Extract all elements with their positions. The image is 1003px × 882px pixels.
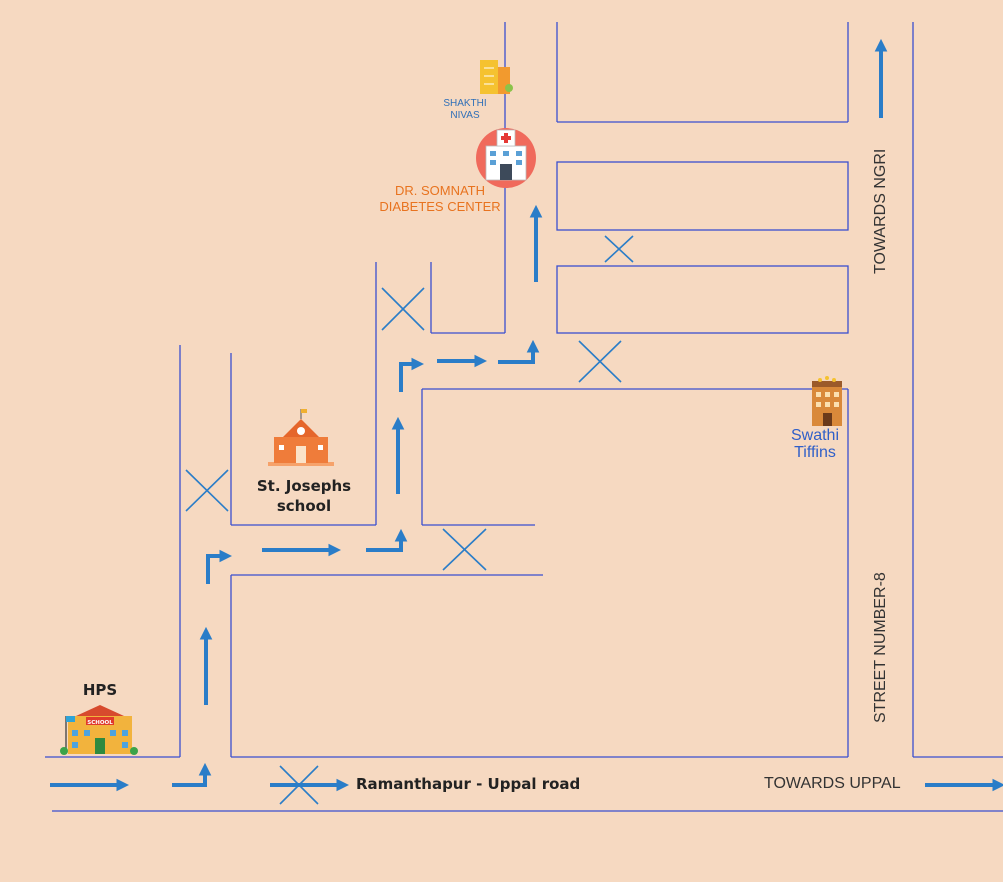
swathi-tiffins-label: Swathi Tiffins bbox=[780, 427, 850, 461]
hps-school-sign: SCHOOL bbox=[87, 720, 113, 726]
blocked-x-lane-1 bbox=[185, 469, 229, 512]
swathi-line2: Tiffins bbox=[794, 444, 836, 461]
st-josephs-line2: school bbox=[276, 497, 332, 515]
blocked-x-lane-4 bbox=[578, 340, 622, 383]
somnath-line1: DR. SOMNATH bbox=[394, 183, 486, 198]
towards-ngri-label: TOWARDS NGRI bbox=[872, 148, 889, 274]
blocked-x-lane-3 bbox=[381, 287, 425, 331]
shakthi-line2: NIVAS bbox=[450, 110, 480, 121]
shakthi-nivas-building-icon bbox=[480, 60, 513, 94]
blocked-crossings bbox=[185, 235, 634, 805]
st-josephs-label: St. Josephs school bbox=[244, 476, 364, 516]
blocked-x-lane-5 bbox=[604, 235, 634, 263]
hps-school-icon: SCHOOL bbox=[60, 705, 138, 755]
street-number-8-label: STREET NUMBER-8 bbox=[872, 572, 889, 723]
arrow-turn-1 bbox=[172, 762, 212, 787]
hospital-icon bbox=[476, 128, 536, 188]
towards-uppal-label: TOWARDS UPPAL bbox=[764, 775, 901, 792]
swathi-line1: Swathi bbox=[790, 427, 840, 444]
shakthi-line1: SHAKTHI bbox=[443, 98, 487, 109]
arrow-turn-2 bbox=[206, 549, 233, 584]
st-josephs-line1: St. Josephs bbox=[256, 477, 352, 495]
shakthi-nivas-label: SHAKTHI NIVAS bbox=[435, 98, 495, 122]
arrow-turn-4 bbox=[399, 357, 425, 392]
arrow-turn-3 bbox=[366, 528, 408, 552]
main-road-label: Ramanthapur - Uppal road bbox=[356, 775, 581, 793]
arrow-turn-5 bbox=[498, 339, 540, 364]
st-josephs-school-icon bbox=[268, 409, 334, 466]
hps-label: HPS bbox=[82, 681, 118, 699]
road-lines bbox=[45, 22, 1003, 812]
swathi-tiffins-hotel-icon bbox=[812, 376, 842, 426]
route-arrows bbox=[50, 38, 1003, 792]
somnath-line2: DIABETES CENTER bbox=[379, 199, 501, 214]
blocked-x-lane-2 bbox=[442, 528, 487, 571]
somnath-label: DR. SOMNATH DIABETES CENTER bbox=[370, 183, 510, 215]
